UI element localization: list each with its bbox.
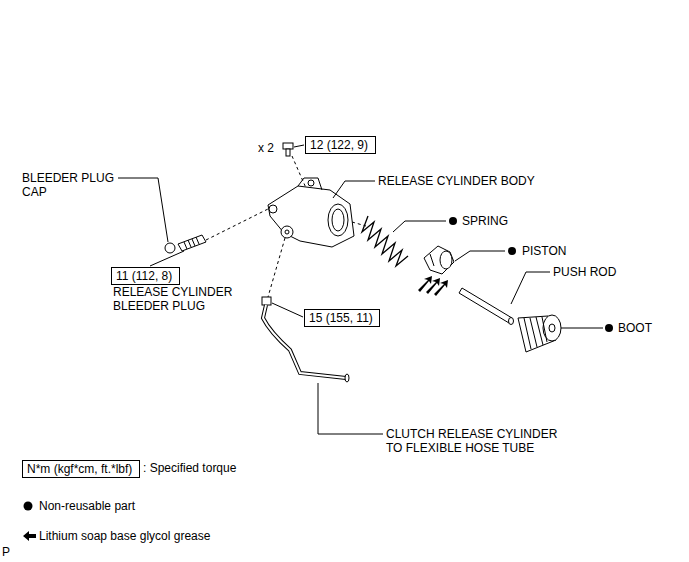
grease-arrow: [418, 276, 448, 296]
piston: [424, 246, 454, 274]
bolt: [283, 143, 293, 156]
part-name: CLUTCH RELEASE CYLINDER TO FLEXIBLE HOSE…: [386, 427, 561, 455]
legend-arrow: [23, 531, 36, 541]
part-name: BLEEDER PLUG CAP: [22, 171, 117, 199]
legend-text: Non-reusable part: [39, 499, 135, 513]
torque-value: 12 (122, 9): [310, 138, 371, 152]
push-rod: [459, 288, 514, 325]
legend-text: : Specified torque: [143, 461, 236, 475]
multiplier: x 2: [258, 141, 274, 155]
torque-box: 12 (122, 9): [305, 136, 376, 154]
legend-dot: [24, 502, 33, 511]
spring: [362, 216, 408, 266]
figure-code: P: [2, 545, 10, 559]
part-name: PUSH ROD: [553, 265, 616, 279]
assembly-line: [206, 156, 366, 297]
part-name: PISTON: [522, 244, 566, 258]
torque-box: 15 (155, 11): [304, 309, 380, 327]
boot: [518, 315, 561, 352]
part-name: BOOT: [618, 321, 652, 335]
legend-text: Lithium soap base glycol grease: [39, 529, 210, 543]
part-name: SPRING: [462, 214, 508, 228]
bleeder-plug: [178, 235, 206, 251]
torque-value: 11 (112, 8): [116, 269, 175, 283]
part-name: RELEASE CYLINDER BLEEDER PLUG: [113, 285, 238, 313]
torque-box: 11 (112, 8): [111, 267, 180, 285]
torque-value: 15 (155, 11): [309, 311, 375, 325]
bleeder-cap: [165, 243, 175, 253]
torque-legend-box: N*m (kgf*cm, ft.*lbf): [22, 460, 140, 478]
cylinder-body: [268, 178, 354, 247]
part-name: RELEASE CYLINDER BODY: [378, 174, 535, 188]
torque-value: N*m (kgf*cm, ft.*lbf): [27, 462, 135, 476]
